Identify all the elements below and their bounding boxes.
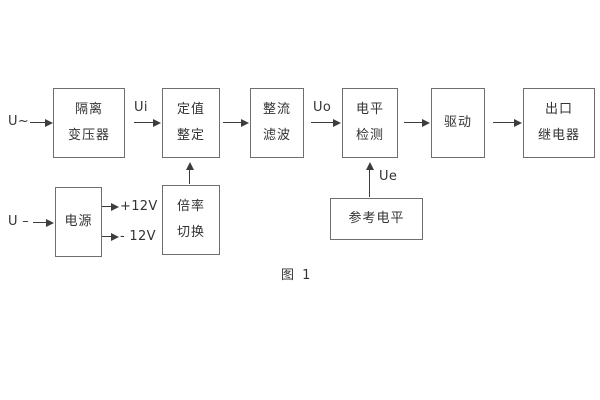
signal-label-ue: Ue	[379, 169, 398, 184]
signal-label-ui: Ui	[134, 100, 148, 115]
block-drive: 驱动	[431, 88, 485, 158]
block-setting-adjust: 定值 整定	[162, 88, 220, 158]
arrow-uac-to-transformer	[30, 118, 53, 127]
block-ratio-switch: 倍率 切换	[162, 185, 220, 255]
block-power-supply: 电源	[55, 187, 102, 257]
block-output-relay: 出口 继电器	[523, 88, 595, 158]
input-label-dc: U –	[8, 214, 30, 229]
arrow-setting-to-rectifier	[223, 118, 249, 127]
block-label-line: 整流	[262, 102, 291, 117]
arrow-drive-to-relay	[493, 118, 522, 127]
block-label-line: 驱动	[443, 115, 472, 130]
block-label-line: 定值	[176, 102, 205, 117]
arrow-reference-to-leveldetect	[365, 162, 374, 197]
arrow-power-minus12v	[102, 232, 119, 241]
block-label-line: 电源	[64, 214, 93, 229]
block-label-line: 检测	[355, 128, 384, 143]
block-reference-level: 参考电平	[330, 198, 423, 240]
block-label-line: 倍率	[176, 199, 205, 214]
block-label-line: 参考电平	[348, 211, 405, 226]
arrow-transformer-to-setting	[134, 118, 161, 127]
signal-label-uo: Uo	[313, 100, 332, 115]
arrow-power-plus12v	[102, 202, 119, 211]
block-label-line: 切换	[176, 225, 205, 240]
block-label-line: 滤波	[262, 128, 291, 143]
figure-caption: 图 1	[281, 268, 313, 283]
block-label-line: 继电器	[537, 128, 580, 143]
block-label-line: 变压器	[67, 128, 110, 143]
input-label-ac: U~	[8, 114, 30, 129]
block-label-line: 出口	[544, 102, 573, 117]
signal-label-plus12v: +12V	[120, 199, 158, 214]
block-label-line: 电平	[355, 102, 384, 117]
block-label-line: 整定	[176, 128, 205, 143]
arrow-ratioswitch-to-setting	[185, 162, 194, 184]
signal-label-minus12v: - 12V	[120, 229, 156, 244]
block-level-detect: 电平 检测	[342, 88, 398, 158]
block-label-line: 隔离	[74, 102, 103, 117]
arrow-rectifier-to-leveldetect	[311, 118, 341, 127]
arrow-udc-to-power	[33, 218, 54, 227]
arrow-leveldetect-to-drive	[404, 118, 430, 127]
block-rectifier-filter: 整流 滤波	[250, 88, 304, 158]
block-isolation-transformer: 隔离 变压器	[53, 88, 125, 158]
